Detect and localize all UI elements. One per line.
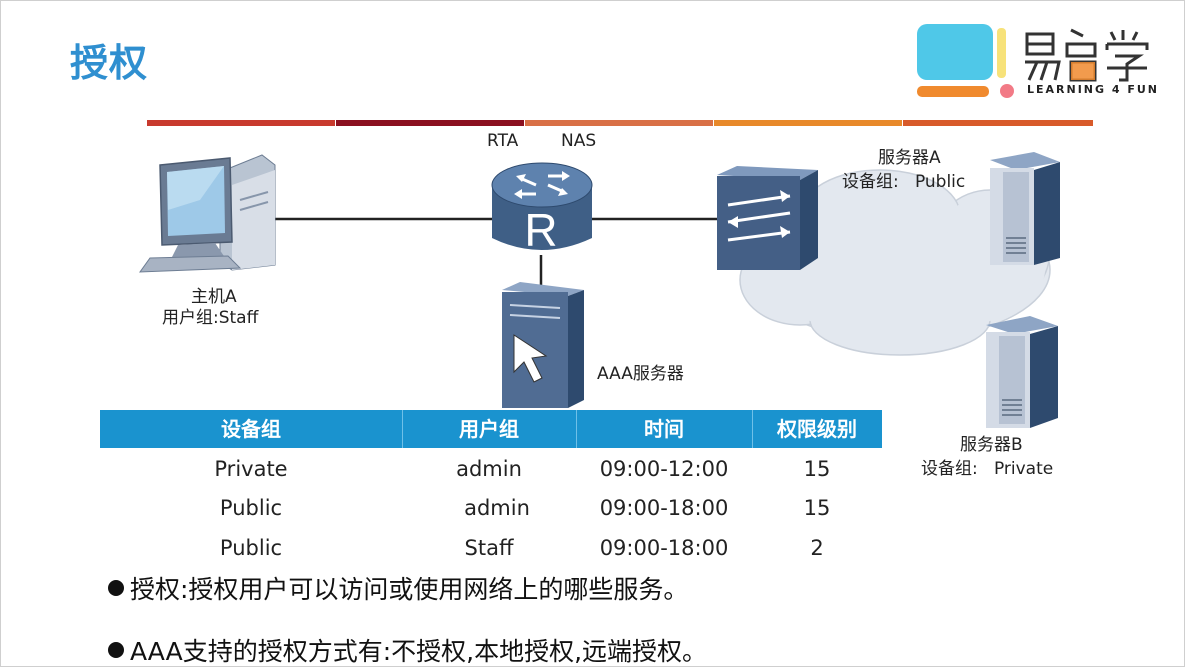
table-cell: Public <box>219 536 283 560</box>
svg-text:R: R <box>524 204 557 256</box>
table-cell: admin <box>464 496 530 520</box>
table-header-time: 时间 <box>644 417 684 441</box>
table-cell: admin <box>456 457 522 481</box>
divider-segment-2 <box>336 120 524 126</box>
divider-segment-3 <box>525 120 713 126</box>
router-icon: R <box>491 162 593 256</box>
table-header-divider <box>402 410 403 448</box>
divider-segment-4 <box>714 120 902 126</box>
table-cell: Staff <box>464 536 514 560</box>
bullet-dot-icon <box>108 642 124 658</box>
server-b-group: 设备组: Private <box>921 459 1054 479</box>
logo-tagline: LEARNING 4 FUN <box>1027 83 1160 96</box>
table-cell: 15 <box>803 496 831 520</box>
table-cell: 09:00-18:00 <box>599 536 729 560</box>
aaa-server-name: AAA服务器 <box>597 364 684 384</box>
slide-title: 授权 <box>70 41 149 85</box>
switch-icon <box>717 166 818 270</box>
table-cell: 09:00-12:00 <box>599 457 729 481</box>
aaa-server-icon <box>502 282 584 408</box>
table-header-user-group: 用户组 <box>459 417 519 441</box>
brand-logo-icon <box>917 24 1149 98</box>
router-label-rta: RTA <box>487 131 519 151</box>
host-computer-icon <box>138 154 276 273</box>
server-a-icon <box>990 152 1060 265</box>
table-header: 设备组 用户组 时间 权限级别 <box>100 410 882 448</box>
table-header-divider <box>752 410 753 448</box>
host-a-group: 用户组:Staff <box>162 308 259 328</box>
bullet-text: AAA支持的授权方式有:不授权,本地授权,远端授权。 <box>130 637 708 666</box>
server-b-name: 服务器B <box>960 435 1023 455</box>
server-b-icon <box>986 316 1058 428</box>
host-a-name: 主机A <box>191 287 237 307</box>
table-header-divider <box>576 410 577 448</box>
table-header-device-group: 设备组 <box>221 417 281 441</box>
table-cell: Private <box>214 457 288 481</box>
table-cell: 15 <box>803 457 831 481</box>
bullet-dot-icon <box>108 580 124 596</box>
divider-segment-5 <box>903 120 1093 126</box>
server-a-group: 设备组: Public <box>842 172 966 192</box>
bullet-item: 授权:授权用户可以访问或使用网络上的哪些服务。 <box>108 570 688 606</box>
table-header-privilege: 权限级别 <box>777 417 857 441</box>
router-label-nas: NAS <box>561 131 597 151</box>
bullet-item: AAA支持的授权方式有:不授权,本地授权,远端授权。 <box>108 632 707 668</box>
table-cell: 09:00-18:00 <box>599 496 729 520</box>
table-cell: Public <box>219 496 283 520</box>
table-cell: 2 <box>810 536 824 560</box>
server-a-name: 服务器A <box>878 148 941 168</box>
bullet-text: 授权:授权用户可以访问或使用网络上的哪些服务。 <box>130 575 689 604</box>
divider-segment-1 <box>147 120 335 126</box>
